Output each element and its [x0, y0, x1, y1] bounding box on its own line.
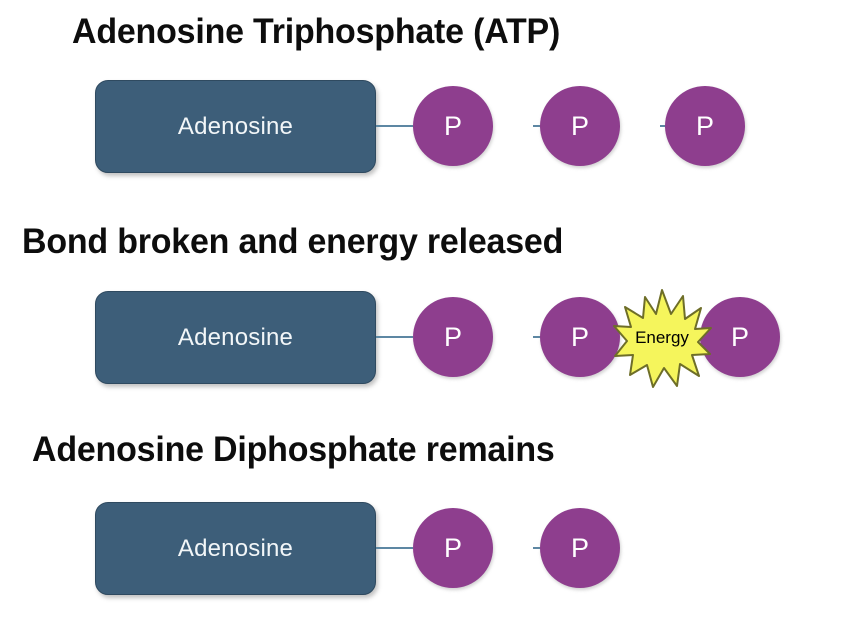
phosphate-label: P [443, 532, 462, 563]
adenosine-box-bond-broken: Adenosine [95, 291, 376, 384]
phosphate-label: P [570, 110, 589, 141]
phosphate-circle-3-atp: P [665, 86, 745, 166]
phosphate-circle-3-bond-broken: P [700, 297, 780, 377]
phosphate-circle-1-bond-broken: P [413, 297, 493, 377]
bond-adenosine-p1-atp [376, 125, 413, 127]
bond-adenosine-p1-bond-broken [376, 336, 413, 338]
adenosine-label: Adenosine [177, 534, 294, 562]
adenosine-label: Adenosine [177, 112, 294, 140]
adenosine-box-atp: Adenosine [95, 80, 376, 173]
phosphate-label: P [730, 321, 749, 352]
phosphate-circle-1-atp: P [413, 86, 493, 166]
phosphate-label: P [695, 110, 714, 141]
phosphate-label: P [443, 110, 462, 141]
energy-burst-icon: Energy [613, 288, 712, 388]
phosphate-circle-2-atp: P [540, 86, 620, 166]
adenosine-box-adp: Adenosine [95, 502, 376, 595]
phosphate-circle-2-adp: P [540, 508, 620, 588]
phosphate-label: P [570, 532, 589, 563]
section-title-atp: Adenosine Triphosphate (ATP) [72, 12, 561, 51]
phosphate-label: P [570, 321, 589, 352]
phosphate-circle-1-adp: P [413, 508, 493, 588]
adenosine-label: Adenosine [177, 323, 294, 351]
phosphate-label: P [443, 321, 462, 352]
bond-adenosine-p1-adp [376, 547, 413, 549]
section-title-bond-broken: Bond broken and energy released [22, 222, 564, 261]
phosphate-circle-2-bond-broken: P [540, 297, 620, 377]
section-title-adp: Adenosine Diphosphate remains [32, 430, 555, 469]
